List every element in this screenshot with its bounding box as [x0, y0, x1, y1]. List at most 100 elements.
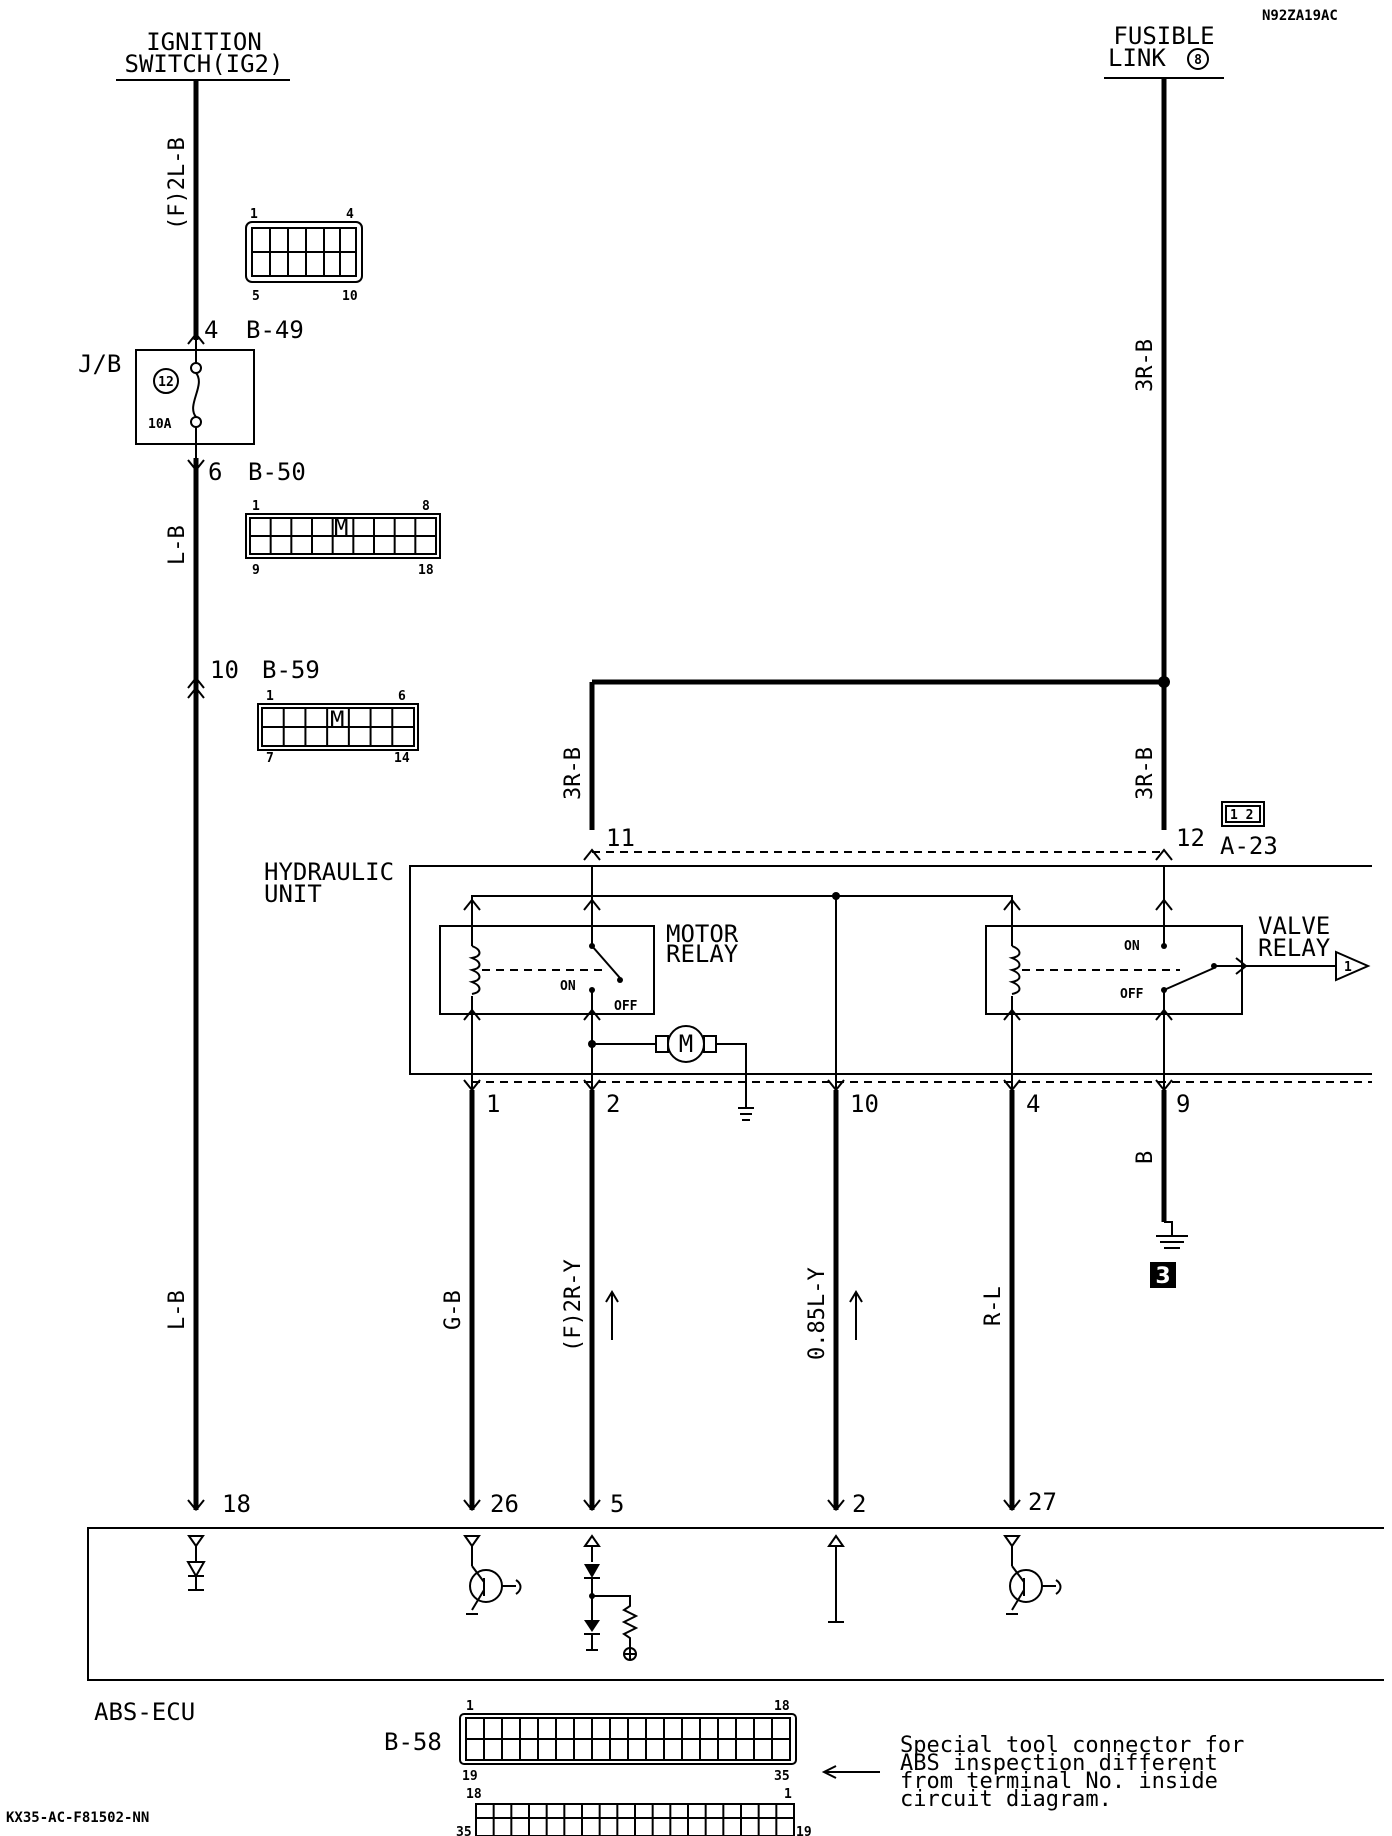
fusible-link-line2: LINK: [1108, 44, 1166, 72]
wire-label-3rb-right: 3R-B: [1133, 747, 1158, 800]
fusible-link-label: FUSIBLE LINK 8: [1104, 22, 1224, 79]
fuse-number: 12: [158, 375, 174, 390]
b58-name: B-58: [384, 1728, 442, 1756]
fuse-rating: 10A: [148, 417, 172, 432]
connector-b50-icon: 1 8 9 18 M: [245, 499, 441, 578]
pin-10: 10: [850, 1090, 879, 1118]
svg-text:18: 18: [466, 1787, 482, 1802]
ground-symbol-pin9: [1156, 1221, 1188, 1249]
pin-9: 9: [1176, 1090, 1190, 1118]
diagram-code: N92ZA19AC: [1262, 8, 1338, 24]
valve-relay-line1: VALVE: [1258, 912, 1330, 940]
pin-11: 11: [606, 824, 635, 852]
footer-code: KX35-AC-F81502-NN: [6, 1810, 149, 1826]
motor-ground-symbol: [738, 1107, 754, 1121]
pin-12: 12: [1176, 824, 1205, 852]
b49-name: B-49: [246, 316, 304, 344]
wire-label-f2lb: (F)2L-B: [165, 137, 190, 230]
motor-relay-on: ON: [560, 979, 576, 994]
fusible-link-number: 8: [1194, 53, 1202, 68]
b50-pin: 6: [208, 458, 222, 486]
wire-label-lb-1: L-B: [165, 525, 190, 565]
svg-text:18: 18: [774, 1699, 790, 1714]
ground-ref-number: 3: [1155, 1264, 1170, 1289]
b59-name: B-59: [262, 656, 320, 684]
pin-2: 2: [606, 1090, 620, 1118]
valve-relay-ref: 1: [1344, 960, 1352, 975]
connector-marker-b59: [187, 676, 205, 699]
ecu-pin-27: 27: [1028, 1488, 1057, 1516]
svg-text:circuit diagram.: circuit diagram.: [900, 1787, 1112, 1812]
svg-text:1: 1: [466, 1699, 474, 1714]
svg-text:1: 1: [784, 1787, 792, 1802]
motor-relay-off: OFF: [614, 999, 638, 1014]
connector-marker-b49: [187, 332, 205, 345]
hydraulic-unit-line2: UNIT: [264, 880, 322, 908]
coil-bus-line: [471, 895, 1013, 926]
valve-relay-line2: RELAY: [1258, 934, 1331, 962]
svg-text:19: 19: [462, 1769, 478, 1784]
abs-ecu-label: ABS-ECU: [94, 1698, 195, 1726]
junction-block: 12 10A: [135, 340, 255, 458]
svg-text:1: 1: [266, 689, 274, 704]
pin-1: 1: [486, 1090, 500, 1118]
svg-text:M: M: [330, 706, 344, 734]
svg-text:1 2: 1 2: [1230, 808, 1253, 823]
b50-name: B-50: [248, 458, 306, 486]
svg-text:1: 1: [250, 207, 258, 222]
connector-a23-icon: 1 2: [1221, 801, 1265, 827]
svg-text:6: 6: [398, 689, 406, 704]
wire-label-lb-2: L-B: [165, 1290, 190, 1330]
fusible-link-line1: FUSIBLE: [1113, 22, 1214, 50]
note-arrow: [821, 1765, 880, 1779]
motor-relay-line1: MOTOR: [666, 920, 739, 948]
hydraulic-unit-boundary: [409, 865, 1372, 1075]
ignition-switch-line2: SWITCH(IG2): [125, 50, 284, 78]
ground-ref-badge: [1150, 1262, 1176, 1288]
svg-text:18: 18: [418, 563, 434, 578]
ignition-switch-line1: IGNITION: [146, 28, 262, 56]
svg-text:35: 35: [774, 1769, 790, 1784]
ecu-internal-circuits: [186, 1534, 1062, 1661]
valve-relay: VALVE RELAY ON OFF 1: [985, 866, 1371, 1021]
ecu-pin-2: 2: [852, 1490, 866, 1518]
current-arrow-085ly: [849, 1290, 863, 1340]
svg-text:35: 35: [456, 1825, 472, 1836]
b49-pin: 4: [204, 316, 218, 344]
ignition-switch-label: IGNITION SWITCH(IG2): [116, 28, 290, 81]
connector-b59-icon: 1 6 7 14 M: [257, 689, 419, 766]
ecu-pin-5: 5: [610, 1490, 624, 1518]
b59-pin: 10: [210, 656, 239, 684]
fuse-symbol: [192, 372, 200, 418]
connector-marker-b50: [187, 459, 205, 472]
connector-b58-icon: 1 18 19 35 18 1 35 19: [456, 1699, 812, 1836]
ecu-pin-26: 26: [490, 1490, 519, 1518]
pump-motor: M: [592, 1025, 754, 1121]
svg-text:9: 9: [252, 563, 260, 578]
a23-name: A-23: [1220, 832, 1278, 860]
abs-ecu-boundary: [87, 1527, 1384, 1681]
svg-text:8: 8: [422, 499, 430, 514]
svg-text:1: 1: [252, 499, 260, 514]
wire-label-3rb-top: 3R-B: [1133, 339, 1158, 392]
jb-label: J/B: [78, 350, 121, 378]
svg-text:from terminal No. inside: from terminal No. inside: [900, 1769, 1218, 1794]
motor-symbol: M: [679, 1030, 693, 1058]
wire-label-f2ry: (F)2R-Y: [561, 1259, 586, 1352]
svg-text:4: 4: [346, 207, 354, 222]
wire-label-b: B: [1133, 1151, 1158, 1164]
connector-b49-icon: 1 4 5 10: [245, 207, 363, 304]
svg-text:19: 19: [796, 1825, 812, 1836]
wire-label-085ly: 0.85L-Y: [805, 1267, 830, 1360]
svg-text:7: 7: [266, 751, 274, 766]
pin-4: 4: [1026, 1090, 1040, 1118]
special-tool-note: Special tool connector for ABS inspectio…: [900, 1733, 1244, 1812]
ecu-pin-18: 18: [222, 1490, 251, 1518]
valve-relay-on: ON: [1124, 939, 1140, 954]
wire-label-gb: G-B: [441, 1290, 466, 1330]
svg-text:M: M: [334, 514, 348, 542]
motor-relay: MOTOR RELAY ON OFF: [439, 866, 739, 1021]
motor-relay-line2: RELAY: [666, 940, 739, 968]
hydraulic-unit-line1: HYDRAULIC: [264, 858, 394, 886]
